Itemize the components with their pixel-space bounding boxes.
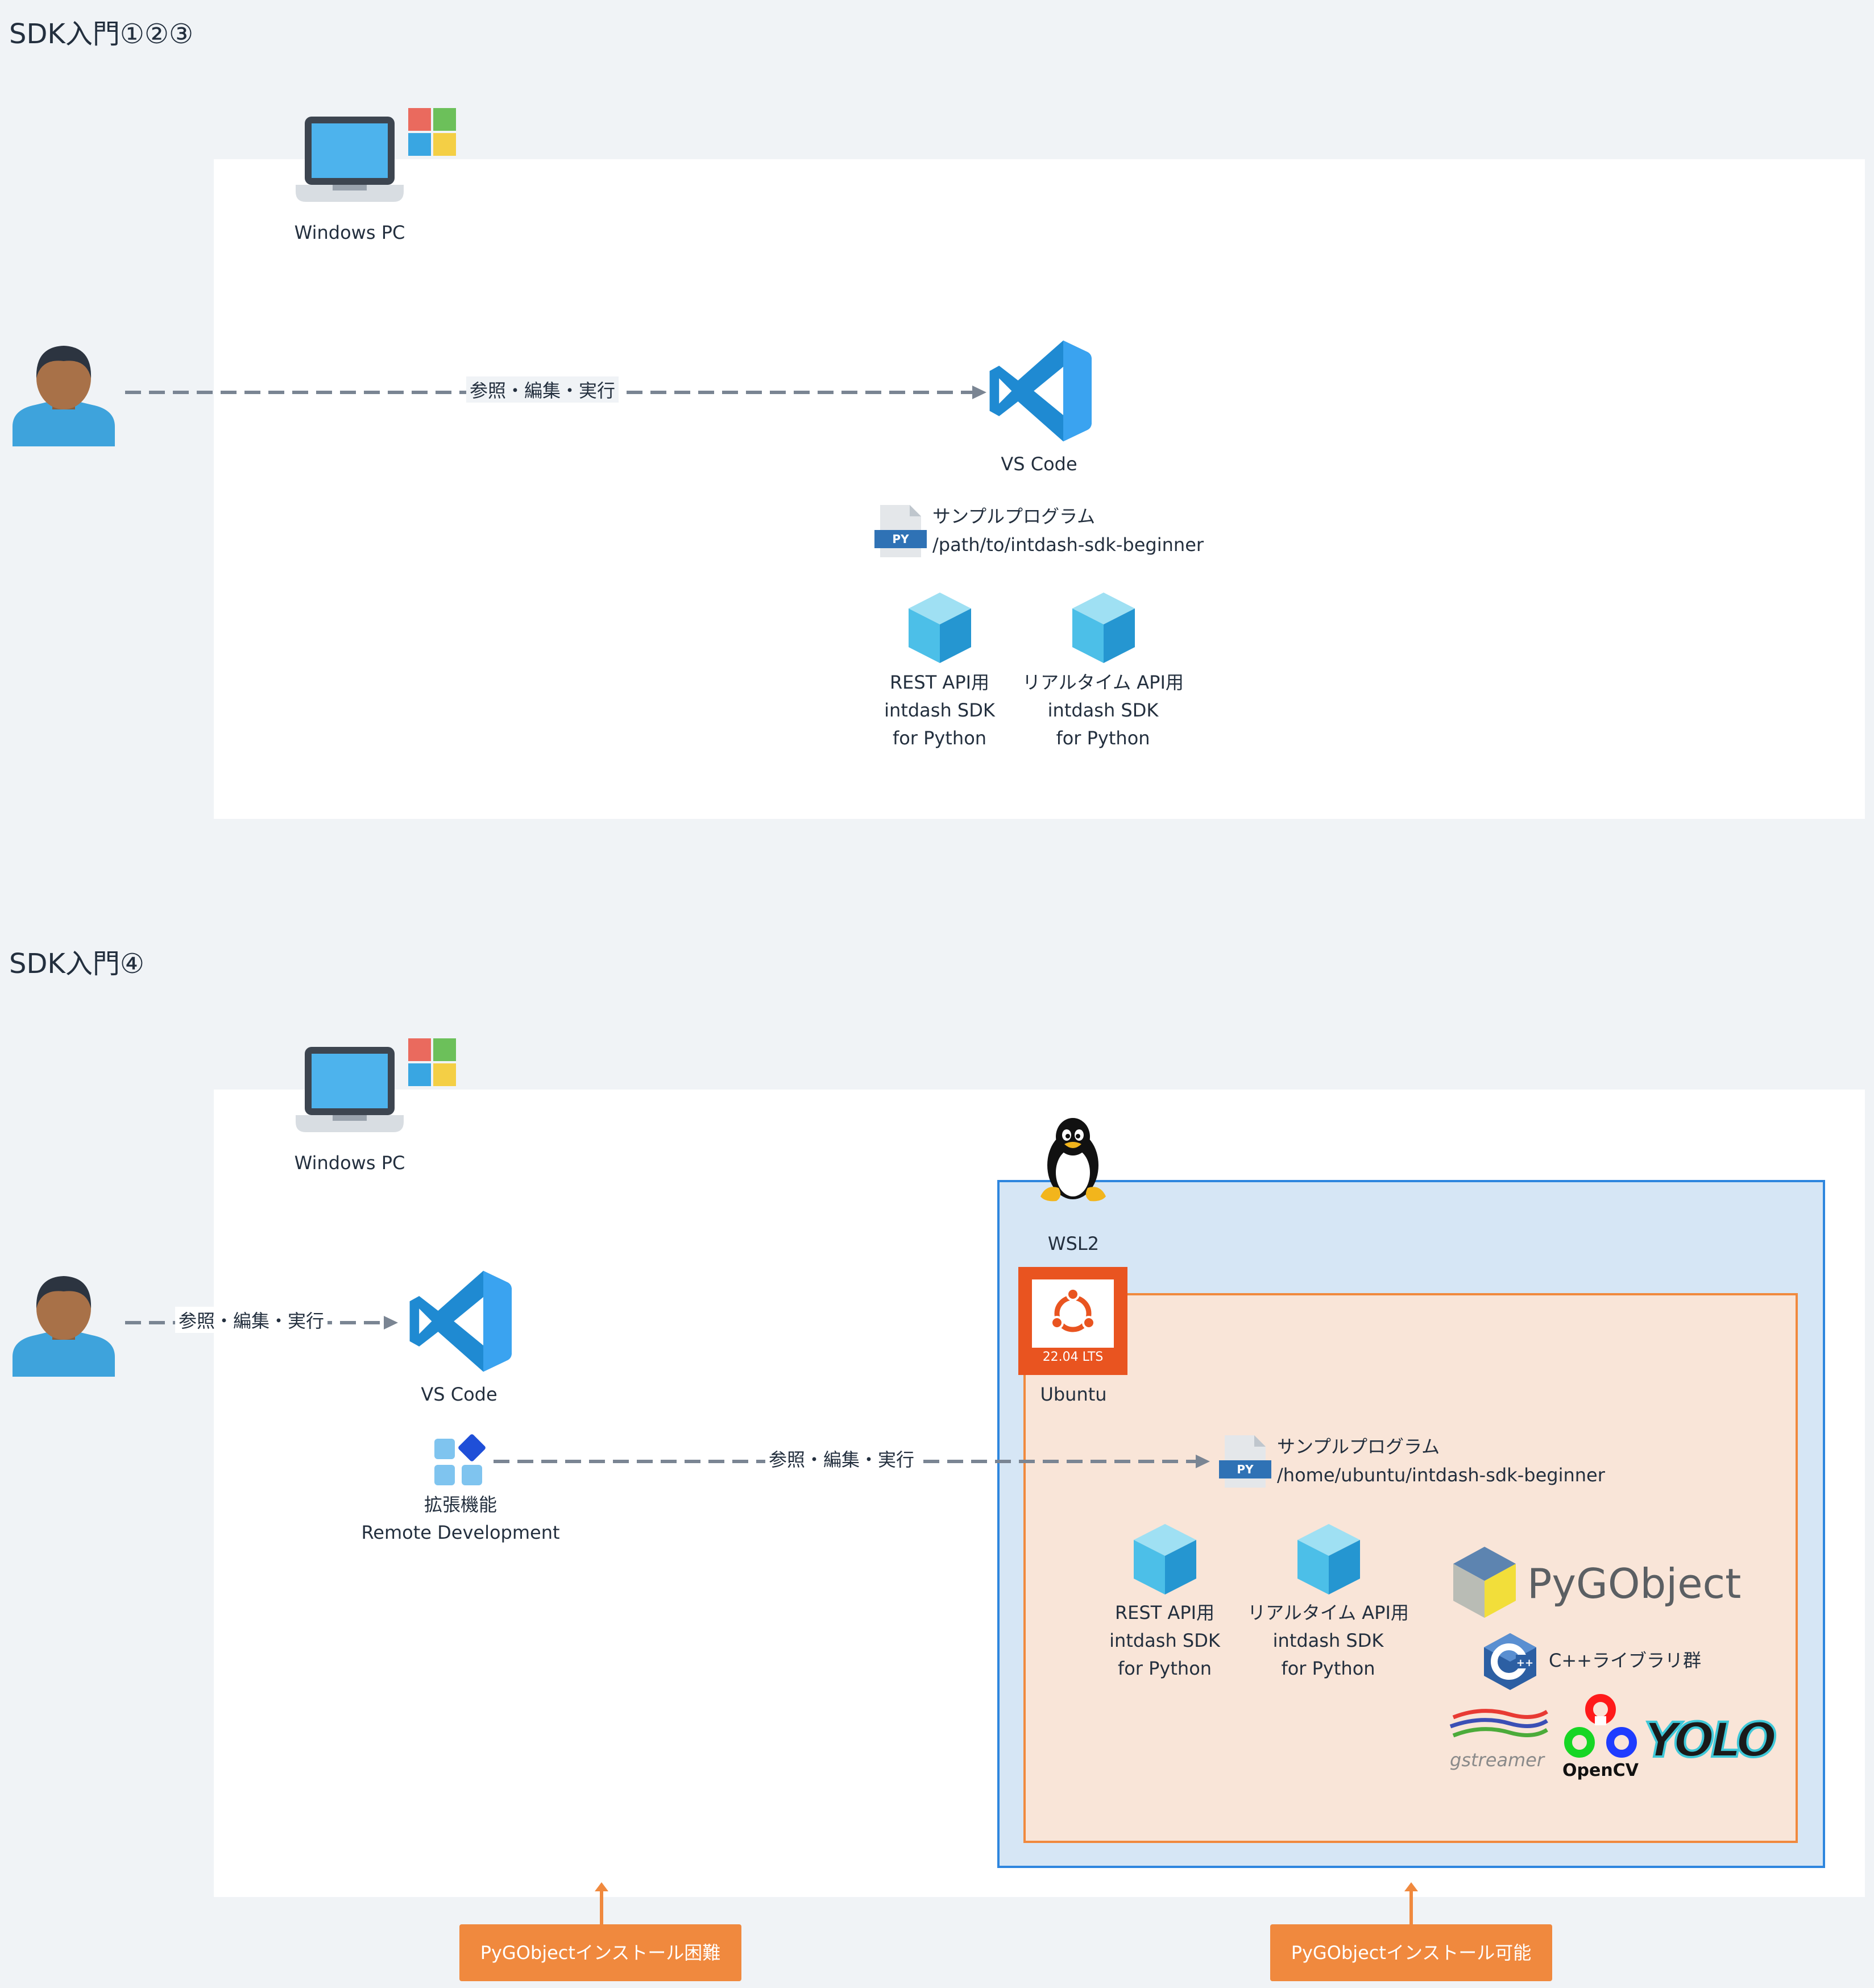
- ubuntu-label: Ubuntu: [1040, 1384, 1107, 1405]
- flow-label-1: 参照・編集・実行: [466, 376, 619, 403]
- windows-logo-icon-2: [408, 1038, 456, 1088]
- vscode-label: VS Code: [1001, 453, 1077, 475]
- sample-program-title-2: サンプルプログラム: [1277, 1436, 1440, 1457]
- cpp-libraries-label: C++ライブラリ群: [1549, 1650, 1701, 1671]
- yolo-logo-text: YOLO: [1643, 1711, 1778, 1769]
- vscode-logo-icon: [986, 338, 1092, 446]
- callout-pygobject-difficult: PyGObjectインストール困難: [459, 1924, 741, 1981]
- extension-label-line2: Remote Development: [361, 1522, 560, 1543]
- windows-pc-panel: [214, 159, 1865, 819]
- gstreamer-logo-text: gstreamer: [1450, 1749, 1544, 1771]
- sdk-realtime-cube-icon: [1072, 593, 1135, 665]
- flow-label-remote: 参照・編集・実行: [765, 1446, 918, 1472]
- cpp-logo-icon: ++: [1483, 1633, 1537, 1692]
- sdk-rest-cube-icon: [909, 593, 971, 665]
- ubuntu-logo-icon: 22.04 LTS: [1018, 1267, 1127, 1375]
- extension-label-line1: 拡張機能: [424, 1494, 497, 1515]
- opencv-logo-text: OpenCV: [1562, 1761, 1639, 1780]
- py-badge-text-2: PY: [1237, 1463, 1254, 1476]
- flow-arrow-remote: [494, 1455, 1210, 1468]
- pygobject-logo-text: PyGObject: [1527, 1560, 1742, 1608]
- sdk-realtime-label-2-line2: intdash SDK: [1272, 1630, 1384, 1651]
- sample-program-path-2: /home/ubuntu/intdash-sdk-beginner: [1277, 1464, 1605, 1486]
- sdk-rest-label-line2: intdash SDK: [884, 699, 995, 721]
- opencv-logo-icon: [1564, 1694, 1637, 1761]
- sdk-rest-label-line3: for Python: [892, 727, 987, 749]
- section2-title: SDK入門④: [9, 948, 144, 980]
- flow-arrow-user-vscode: [125, 386, 986, 399]
- sample-program-title: サンプルプログラム: [932, 506, 1096, 527]
- flow-label-user: 参照・編集・実行: [175, 1307, 328, 1333]
- vscode-logo-icon-2: [407, 1269, 512, 1376]
- tux-penguin-icon: [1035, 1117, 1112, 1204]
- sdk-rest-label-2-line2: intdash SDK: [1109, 1630, 1220, 1651]
- section1-title: SDK入門①②③: [9, 18, 194, 50]
- windows-logo-icon: [408, 108, 456, 158]
- sdk-realtime-label-line1: リアルタイム API用: [1022, 672, 1184, 693]
- python-file-icon: PY: [874, 505, 927, 560]
- gstreamer-logo-icon: [1448, 1706, 1550, 1748]
- sdk-rest-label-line1: REST API用: [889, 672, 990, 693]
- windows-pc-label: Windows PC: [294, 222, 405, 243]
- windows-pc-label-2: Windows PC: [294, 1152, 405, 1174]
- ubuntu-version: 22.04 LTS: [1042, 1350, 1104, 1364]
- sdk-realtime-label-line2: intdash SDK: [1047, 699, 1159, 721]
- sdk-realtime-label-2-line3: for Python: [1281, 1658, 1375, 1679]
- sample-program-path: /path/to/intdash-sdk-beginner: [932, 534, 1204, 556]
- pygobject-cube-icon: [1453, 1547, 1516, 1620]
- user-icon: [13, 341, 115, 449]
- wsl2-label: WSL2: [1047, 1233, 1100, 1254]
- sdk-rest-label-2-line1: REST API用: [1114, 1602, 1215, 1623]
- py-badge-text: PY: [892, 532, 909, 546]
- extensions-icon: [433, 1434, 486, 1490]
- sdk-realtime-label-2-line1: リアルタイム API用: [1247, 1602, 1409, 1623]
- sdk-rest-label-2-line3: for Python: [1117, 1658, 1212, 1679]
- laptop-icon-2: [296, 1047, 404, 1134]
- callout-pygobject-possible: PyGObjectインストール可能: [1270, 1924, 1552, 1981]
- sdk-realtime-cube-icon-2: [1297, 1524, 1360, 1597]
- svg-text:++: ++: [1516, 1657, 1533, 1669]
- callout-arrow-right: [1404, 1882, 1418, 1927]
- callout-arrow-left: [595, 1882, 608, 1927]
- sdk-rest-cube-icon-2: [1134, 1524, 1196, 1597]
- python-file-icon-2: PY: [1219, 1435, 1271, 1490]
- vscode-label-2: VS Code: [421, 1384, 497, 1405]
- laptop-icon: [296, 117, 404, 204]
- user-icon-2: [13, 1272, 115, 1379]
- sdk-realtime-label-line3: for Python: [1056, 727, 1150, 749]
